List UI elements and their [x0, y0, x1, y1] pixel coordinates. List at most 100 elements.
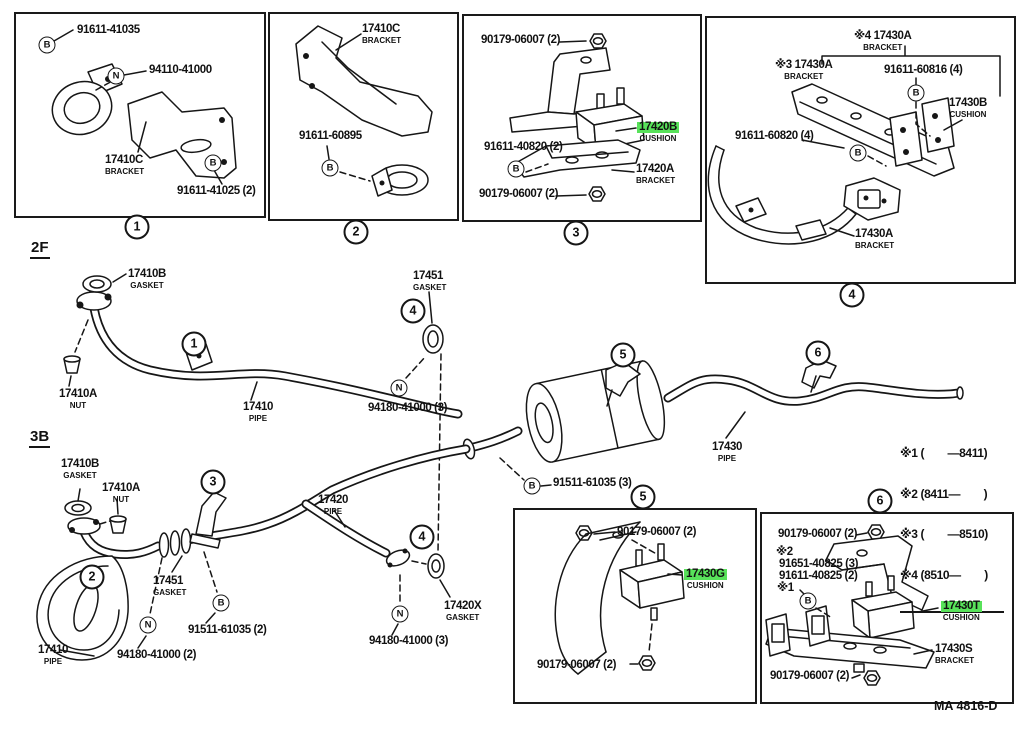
part-number: 94110-41000	[149, 64, 212, 76]
part-label: ※2	[776, 546, 793, 558]
part-number: 91611-60820 (4)	[735, 130, 814, 142]
part-label: 91651-40825 (3)	[779, 558, 858, 570]
box5-cushion-art	[554, 521, 685, 675]
circled-number-callout: 3	[200, 469, 226, 495]
circled-number-callout: 1	[181, 331, 207, 357]
circled-number-callout: 4	[839, 282, 865, 308]
part-number: 17451	[413, 270, 443, 282]
part-number: 17430S	[935, 643, 973, 655]
fastener-marker-n: N	[107, 67, 125, 85]
detail-box-4	[705, 16, 1016, 284]
part-label: 91511-61035 (3)	[553, 477, 632, 489]
part-label: 90179-06007 (2)	[537, 659, 616, 671]
fastener-marker-b: B	[907, 84, 925, 102]
part-number: 17430B	[949, 97, 987, 109]
part-label: 91611-40825 (2)	[779, 570, 858, 582]
part-type-label: GASKET	[413, 283, 447, 292]
part-number: ※2	[776, 546, 793, 558]
part-number: 17410C	[362, 23, 400, 35]
part-label: 91611-60820 (4)	[735, 130, 814, 142]
part-number: 90179-06007 (2)	[778, 528, 858, 540]
part-type-label: PIPE	[717, 454, 737, 463]
main-exhaust-art	[462, 359, 964, 487]
detail-box-6	[760, 512, 1014, 704]
part-label: ※1	[777, 582, 794, 594]
part-number: 94180-41000 (2)	[117, 649, 197, 661]
part-number: 17410	[243, 401, 273, 413]
part-number: 91611-40825 (2)	[779, 570, 858, 582]
part-number: 17451	[153, 575, 183, 587]
part-label: 90179-06007 (2)	[481, 34, 561, 46]
part-label: 90179-06007 (2)	[778, 528, 858, 540]
part-number: 94180-41000 (3)	[368, 402, 448, 414]
fastener-marker-b: B	[523, 477, 541, 495]
part-type-label: BRACKET	[362, 36, 402, 45]
fastener-marker-b: B	[849, 144, 867, 162]
circled-number-callout: 4	[400, 298, 426, 324]
box4-bracket-cushion-art	[707, 45, 1001, 245]
part-type-label: CUSHION	[686, 581, 724, 590]
part-number: 91611-41025 (2)	[177, 185, 256, 197]
part-type-label: BRACKET	[784, 72, 824, 81]
part-number: 17420	[318, 494, 348, 506]
circled-number-callout: 1	[124, 214, 150, 240]
part-number: 17430A	[855, 228, 893, 240]
part-type-label: BRACKET	[935, 656, 975, 665]
part-number: 90179-06007 (2)	[481, 34, 561, 46]
detail-box-5	[513, 508, 757, 704]
fastener-marker-n: N	[139, 616, 157, 634]
part-label: 91611-41035	[77, 24, 140, 36]
part-number: ※1	[777, 582, 794, 594]
part-type-label: GASKET	[130, 281, 164, 290]
part-number: 17410B	[61, 458, 99, 470]
part-label: 94180-41000 (3)	[369, 635, 448, 647]
part-type-label: BRACKET	[863, 43, 903, 52]
part-number: 17410B	[128, 268, 166, 280]
part-number: 91611-40820 (2)	[484, 141, 563, 153]
circled-number-callout: 5	[630, 484, 656, 510]
part-number: 90179-06007 (2)	[617, 526, 697, 538]
part-number: 90179-06007 (2)	[479, 188, 559, 200]
part-number: 17430T	[941, 600, 982, 612]
part-number: ※4 17430A	[854, 30, 912, 42]
detail-box-2	[268, 12, 459, 221]
part-type-label: PIPE	[323, 507, 343, 516]
part-label: 91611-40820 (2)	[484, 141, 563, 153]
application-date-line: ※1 ( —8411)	[900, 446, 988, 460]
part-number: 91611-60895	[299, 130, 362, 142]
part-type-label: CUSHION	[942, 613, 980, 622]
part-label: 91611-41025 (2)	[177, 185, 256, 197]
application-date-key: ※1 ( —8411) ※2 (8411— ) ※3 ( —8510) ※4 (…	[900, 420, 1004, 613]
part-number: 91511-61035 (3)	[553, 477, 632, 489]
application-date-line: ※2 (8411— )	[900, 486, 988, 501]
fastener-marker-b: B	[204, 154, 222, 172]
part-number: 90179-06007 (2)	[770, 670, 850, 682]
part-number: 17430G	[684, 568, 727, 580]
part-number: ※3 17430A	[775, 59, 833, 71]
part-label: 90179-06007 (2)	[770, 670, 850, 682]
circled-number-callout: 3	[563, 220, 589, 246]
part-number: 17430	[712, 441, 742, 453]
part-label: 94180-41000 (3)	[368, 402, 448, 414]
part-type-label: GASKET	[153, 588, 187, 597]
figure-code: MA 4816-D	[934, 699, 998, 713]
part-type-label: CUSHION	[949, 110, 987, 119]
part-label: 94110-41000	[149, 64, 212, 76]
fastener-marker-b: B	[212, 594, 230, 612]
